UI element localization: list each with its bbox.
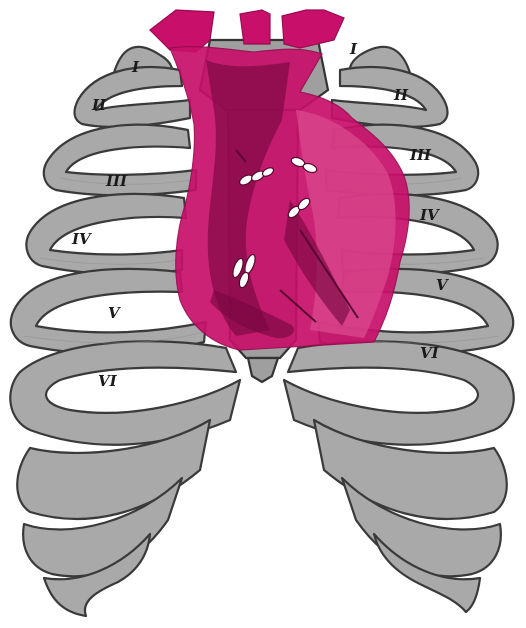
right-vessel-branch bbox=[282, 10, 344, 48]
rib-label-left-3: III bbox=[105, 172, 128, 190]
central-vessel-branch bbox=[240, 10, 270, 44]
rib-label-left-5: V bbox=[108, 304, 121, 322]
rib-label-right-1: I bbox=[349, 40, 358, 58]
rib-label-left-2: II bbox=[91, 96, 107, 114]
left-vessel-branch bbox=[150, 10, 214, 52]
rib-label-right-2: II bbox=[393, 86, 409, 104]
rib-label-left-1: I bbox=[131, 58, 140, 76]
rib-label-right-3: III bbox=[409, 146, 432, 164]
rib-label-right-5: V bbox=[436, 276, 449, 294]
rib-label-left-4: IV bbox=[71, 230, 92, 248]
xiphoid-process bbox=[248, 358, 278, 382]
rib-label-left-6: VI bbox=[98, 372, 118, 390]
rib-label-right-6: VI bbox=[420, 344, 440, 362]
rib-label-right-4: IV bbox=[419, 206, 440, 224]
